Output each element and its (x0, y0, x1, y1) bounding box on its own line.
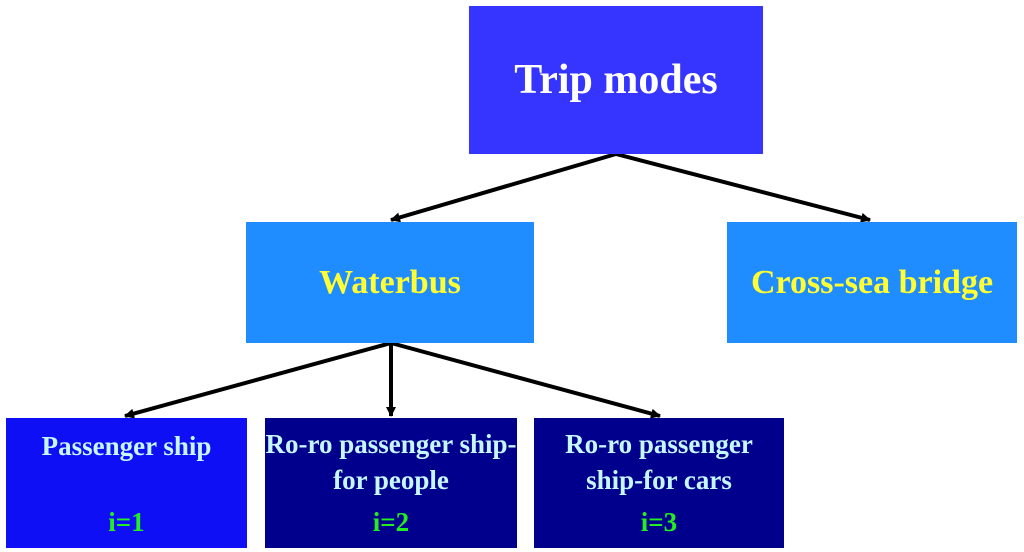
node-passenger-ship: Passenger ship i=1 (6, 418, 247, 548)
arrow-waterbus-to-roro-cars (390, 341, 661, 419)
node-roro-passenger-ship-cars: Ro-ro passenger ship-for cars i=3 (534, 418, 784, 548)
node-roro-passenger-ship-people: Ro-ro passenger ship-for people i=2 (265, 418, 517, 548)
node-index: i=2 (372, 507, 410, 537)
node-label: Passenger ship (41, 431, 212, 461)
node-trip-modes: Trip modes (469, 6, 763, 154)
arrow-root-to-bridge (615, 152, 871, 223)
node-waterbus: Waterbus (246, 222, 534, 343)
arrow-waterbus-to-ship (124, 341, 392, 419)
node-label: Trip modes (514, 57, 718, 103)
arrow-root-to-waterbus (390, 152, 617, 223)
node-index: i=1 (108, 507, 145, 537)
node-label: Cross-sea bridge (750, 263, 994, 301)
node-label: Ro-ro passenger ship-for cars (565, 429, 753, 495)
node-label: Waterbus (319, 263, 461, 301)
node-index: i=3 (640, 507, 678, 537)
node-cross-sea-bridge: Cross-sea bridge (727, 222, 1017, 343)
node-label: Ro-ro passenger ship-for people (265, 429, 517, 495)
